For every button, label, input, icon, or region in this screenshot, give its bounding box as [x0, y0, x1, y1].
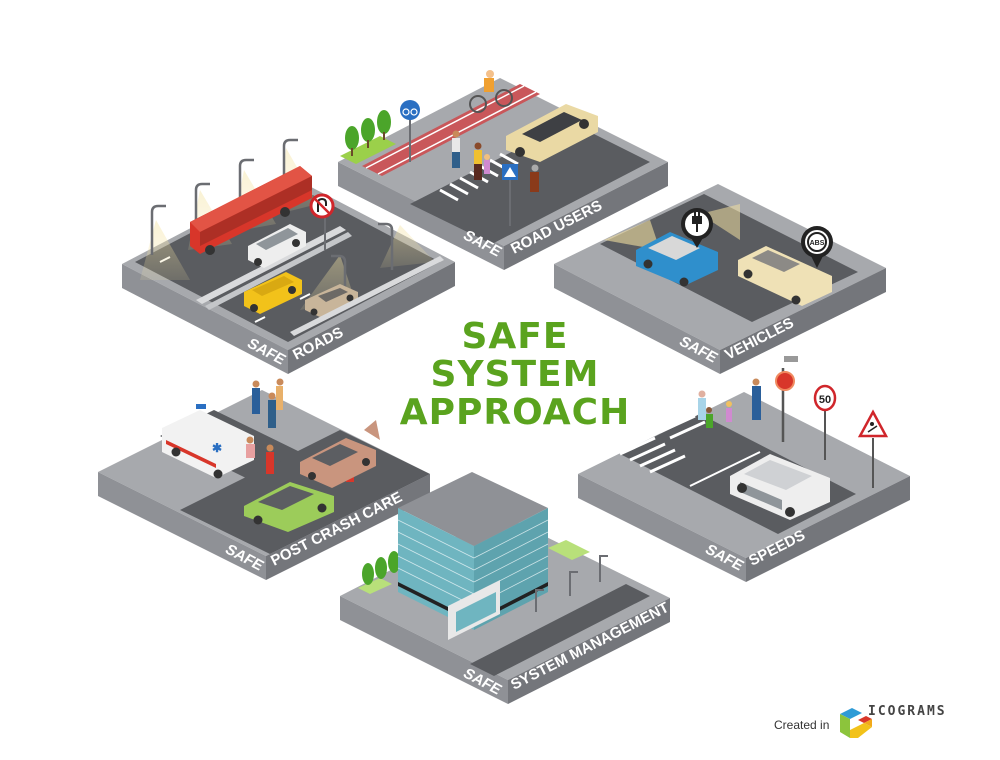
svg-text:✱: ✱: [212, 441, 222, 455]
green-car-icon: [244, 482, 334, 532]
bicycle-sign-icon: [400, 100, 420, 162]
trees-icon: [345, 110, 391, 156]
tile-safe-post-crash-care: ✱ SAFE POST CRASH CARE: [98, 378, 430, 580]
abs-pin-icon: ABS: [801, 226, 833, 268]
police-officer-icon: [252, 378, 284, 428]
trees-icon: [362, 551, 400, 585]
cream-sedan-icon: [738, 246, 832, 306]
street-lamp-icon: [150, 138, 394, 300]
tile-safe-vehicles: ABS SAFE VEHICLES: [554, 184, 886, 374]
svg-text:50: 50: [819, 394, 831, 406]
icograms-logo-icon: [840, 708, 872, 738]
beige-sedan-icon: [305, 284, 358, 318]
children-crossing-sign-icon: [857, 409, 889, 488]
pedestrians-icon: [698, 390, 732, 428]
office-building-icon: [397, 472, 549, 640]
title-line-1: SAFE: [461, 316, 569, 357]
tile-safe-road-users: SAFE ROAD USERS: [338, 70, 668, 270]
street-lamp-icon: [535, 555, 608, 612]
red-bus-icon: [190, 166, 312, 255]
white-minivan-icon: [730, 454, 830, 520]
police-officer-icon: [752, 378, 761, 420]
icograms-brand[interactable]: ICOGRAMS: [868, 704, 947, 719]
title-line-2: SYSTEM: [430, 354, 600, 395]
created-in-label: Created in: [774, 718, 830, 732]
main-title: SAFE SYSTEM APPROACH: [395, 318, 635, 432]
white-van-icon: [248, 224, 306, 268]
beige-car-icon: [506, 104, 598, 162]
svg-text:ABS: ABS: [810, 240, 825, 247]
no-u-turn-sign-icon: [309, 193, 335, 250]
ambulance-icon: ✱: [162, 404, 254, 479]
cyclist-icon: [469, 70, 513, 113]
tile-safe-speeds: 50 SAFE SPEEDS: [578, 356, 910, 582]
brown-car-icon: [300, 420, 380, 488]
speed-camera-icon: [775, 356, 798, 442]
title-line-3: APPROACH: [399, 392, 631, 433]
pedestrian-crossing-sign-icon: [502, 164, 518, 226]
electric-plug-pin-icon: [681, 208, 713, 248]
speed-limit-sign-icon: 50: [813, 384, 837, 460]
yellow-van-icon: [244, 272, 302, 314]
pedestrians-icon: [452, 130, 539, 192]
tile-safe-roads: SAFE ROADS: [122, 138, 455, 374]
